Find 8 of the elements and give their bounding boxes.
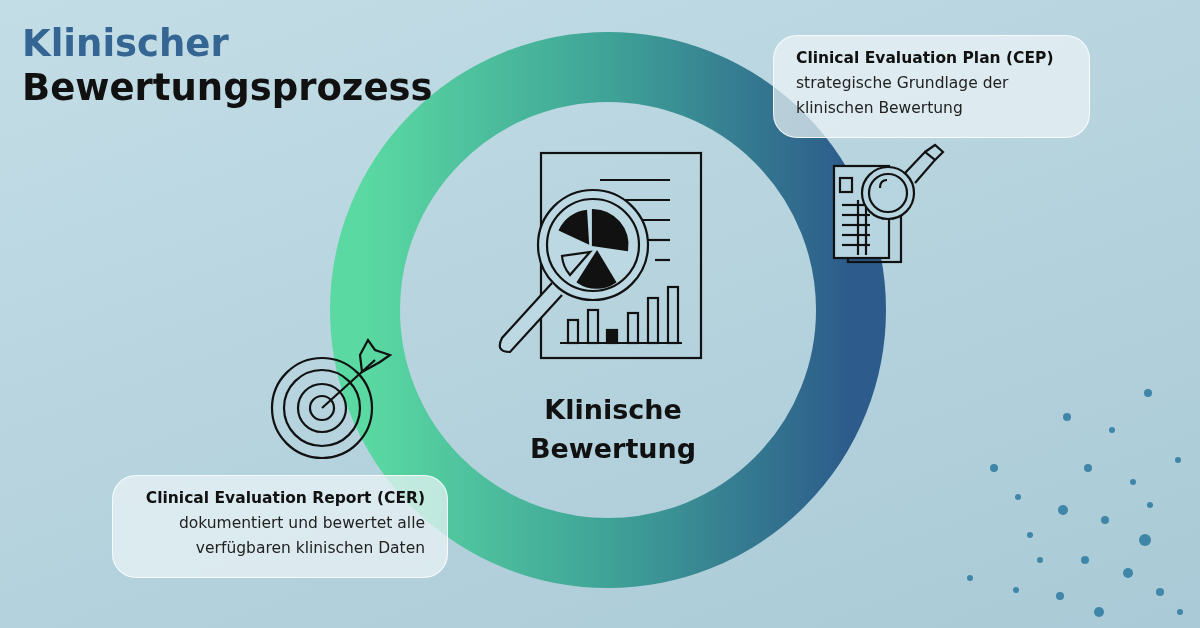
- card-heading: Clinical Evaluation Plan (CEP): [796, 48, 1055, 69]
- info-card: [773, 35, 1090, 138]
- card-text: strategische Grundlage der klinischen Bewertung: [796, 72, 1010, 119]
- center-label: Klinische Bewertung: [528, 393, 698, 467]
- card-heading: Clinical Evaluation Report (CER): [144, 488, 425, 509]
- title: Klinischer Bewertungsprozess: [22, 22, 434, 111]
- info-card: [112, 475, 448, 578]
- card-text: dokumentiert und bewertet alle verfügbaren klinischen Daten: [177, 512, 425, 559]
